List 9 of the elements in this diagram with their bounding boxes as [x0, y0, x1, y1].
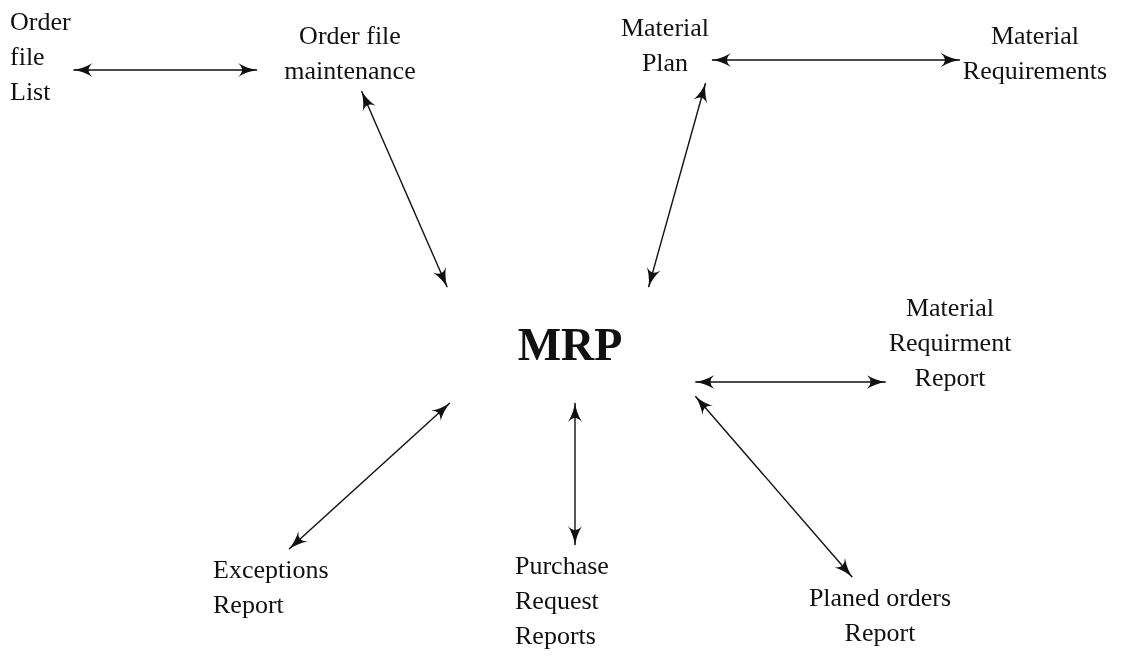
node-label: Order file maintenance [283, 20, 417, 88]
node-label: Order file List [10, 6, 71, 109]
central-label: MRP [517, 318, 623, 372]
node-label: Material Requirment Report [888, 292, 1012, 395]
node-label: Planed orders Report [807, 582, 953, 650]
node-label: Exceptions Report [213, 554, 329, 622]
node-label: Material Requirements [962, 20, 1108, 88]
node-label: Material Plan [620, 12, 710, 80]
node-label: Purchase Request Reports [515, 550, 609, 653]
